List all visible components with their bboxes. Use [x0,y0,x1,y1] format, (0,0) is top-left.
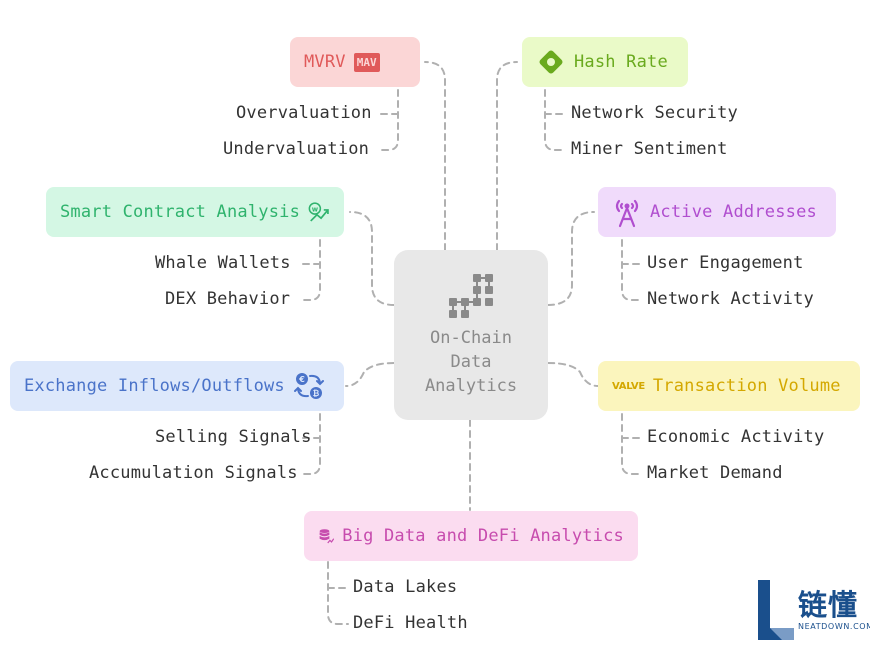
exchange-arrows-icon: € ₿ [293,373,324,399]
trend-chart-icon: w [308,202,329,222]
center-node: On-Chain Data Analytics [394,250,548,420]
node-active-addresses: Active Addresses [598,187,836,237]
node-smart-contract: Smart Contract Analysis w [46,187,344,237]
mav-badge-icon: MAV [353,52,380,72]
node-big-data-label: Big Data and DeFi Analytics [342,526,624,546]
leaf-dex-behavior: DEX Behavior [165,289,291,309]
node-smart-contract-label: Smart Contract Analysis [60,202,301,222]
center-line-1: On-Chain [430,328,512,348]
neatdown-logo: 链懂 NEATDOWN.COM [756,578,870,642]
logo-mark-icon [758,580,794,640]
leaf-economic-activity: Economic Activity [647,427,825,447]
leaf-accumulation-signals: Accumulation Signals [89,463,298,483]
leaf-data-lakes: Data Lakes [353,577,458,597]
node-hash-rate-label: Hash Rate [574,52,668,72]
valve-logo-icon: VALVE [612,380,645,392]
leaf-selling-signals: Selling Signals [155,427,312,447]
database-icon [319,529,335,544]
leaf-overvaluation: Overvaluation [236,103,372,123]
center-line-3: Analytics [424,376,518,396]
leaf-miner-sentiment: Miner Sentiment [571,139,728,159]
broadcast-tower-icon [615,199,639,228]
leaf-user-engagement: User Engagement [647,253,804,273]
logo-subtitle: NEATDOWN.COM [798,622,870,631]
node-mvrv-label: MVRV [304,52,346,72]
svg-text:€: € [298,375,305,384]
leaf-whale-wallets: Whale Wallets [155,253,291,273]
center-line-2: Data [450,352,492,372]
node-active-addresses-label: Active Addresses [650,202,817,222]
network-icon [449,274,493,318]
node-big-data: Big Data and DeFi Analytics [304,511,638,561]
node-mvrv: MVRV MAV [290,37,420,87]
logo-name: 链懂 [798,588,859,622]
node-exchange-flows-label: Exchange Inflows/Outflows [24,376,285,396]
node-transaction-volume-label: Transaction Volume [652,376,841,396]
leaf-undervaluation: Undervaluation [223,139,370,159]
node-exchange-flows: Exchange Inflows/Outflows € ₿ [10,361,344,411]
leaf-network-security: Network Security [571,103,738,123]
node-hash-rate: Hash Rate [522,37,688,87]
leaf-market-demand: Market Demand [647,463,783,483]
diamond-icon [539,50,563,74]
leaf-network-activity: Network Activity [647,289,814,309]
svg-text:w: w [312,205,319,213]
leaf-defi-health: DeFi Health [353,613,468,633]
svg-text:₿: ₿ [313,389,320,398]
node-transaction-volume: VALVE Transaction Volume [598,361,860,411]
